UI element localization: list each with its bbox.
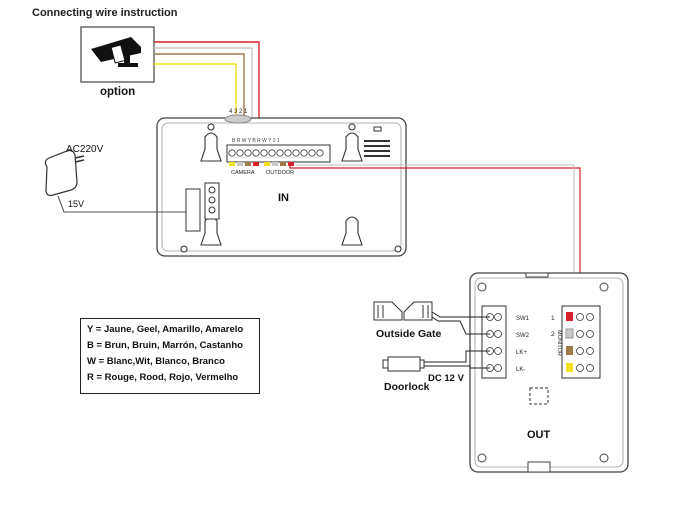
terminal-lk-plus: LK+ [516, 350, 527, 356]
outdoor-port-label: OUTDOOR [266, 170, 294, 176]
power-adapter-icon [44, 149, 186, 213]
terminal-top-label: B R W Y B R W Y 2 1 [232, 138, 280, 144]
terminal-sw1: SW1 [516, 316, 530, 322]
legend-yellow: Y = Jaune, Geel, Amarillo, Amarelo [87, 324, 244, 335]
dc-voltage-label: 15V [68, 199, 85, 209]
monitor-pin-2: 2 [551, 331, 555, 338]
doorlock-label: Doorlock [384, 381, 430, 393]
camera-pin-label: 4 3 2 1 [229, 109, 248, 115]
camera-port-label: CAMERA [231, 170, 255, 176]
indoor-label: IN [278, 192, 289, 204]
terminal-lk-minus: LK- [516, 367, 525, 373]
monitor-pin-1: 1 [551, 315, 555, 322]
gate-icon [373, 301, 490, 335]
ac-voltage-label: AC220V [66, 144, 104, 155]
legend-white: W = Blanc,Wit, Blanco, Branco [87, 356, 225, 367]
lock-voltage-label: DC 12 V [428, 373, 464, 384]
page-title: Connecting wire instruction [32, 7, 178, 19]
outdoor-unit [469, 272, 629, 473]
outdoor-label: OUT [527, 429, 551, 441]
camera-option-label: option [100, 86, 136, 98]
indoor-monitor [156, 114, 407, 257]
legend-red: R = Rouge, Rood, Rojo, Vermelho [87, 372, 239, 383]
monitor-label: MONITOR [556, 330, 562, 356]
terminal-sw2: SW2 [516, 333, 530, 339]
legend-brown: B = Brun, Bruin, Marrón, Castanho [87, 340, 243, 351]
gate-label: Outside Gate [376, 328, 442, 340]
red-wire [289, 163, 581, 317]
doorlock-icon [382, 350, 490, 372]
camera-icon [80, 26, 155, 83]
color-legend: Y = Jaune, Geel, Amarillo, Amarelo B = B… [80, 318, 260, 394]
grey-wire [296, 164, 575, 312]
